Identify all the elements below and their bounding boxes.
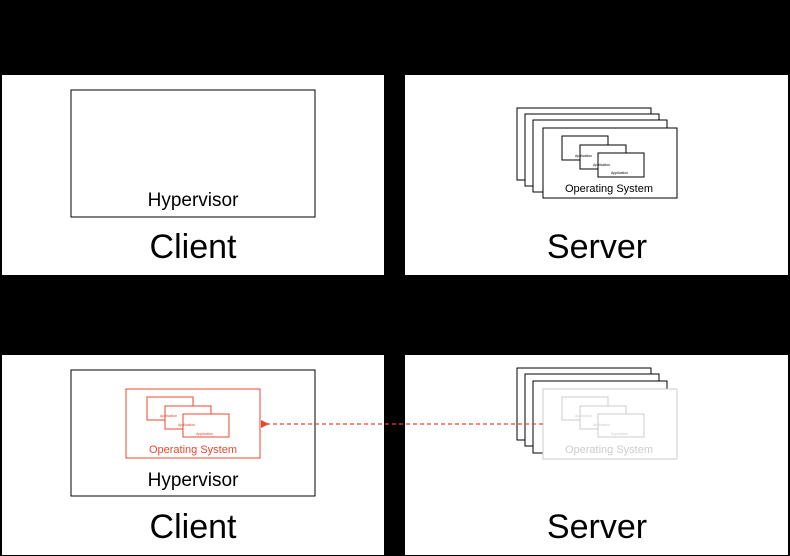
bottom-os-stack: Application Application Application Oper… [516,367,678,460]
ghost-os-label: Operating System [565,444,653,456]
top-os-label: Operating System [565,183,653,195]
top-hypervisor-box [70,89,316,218]
top-os-stack: Application Application Application Oper… [516,107,678,199]
top-app-label-2: Application [593,163,610,167]
bottom-client-panel: Application Application Application Oper… [2,355,384,555]
bottom-hypervisor-label: Hypervisor [148,470,239,491]
top-server-caption: Server [547,228,647,266]
top-client-caption: Client [150,228,237,266]
migrated-app-window-3 [182,413,230,438]
top-app-label-3: Application [611,171,628,175]
migrated-os-label: Operating System [149,444,237,456]
ghost-app-label-2: Application [593,423,610,427]
migrated-app-label-1: Application [160,414,177,418]
bottom-server-caption: Server [547,508,647,546]
top-hypervisor-label: Hypervisor [148,190,239,211]
ghost-app-window-3 [597,413,645,438]
top-app-window-3 [597,152,645,178]
top-server-panel: Application Application Application Oper… [405,75,788,275]
bottom-client-caption: Client [150,508,237,546]
top-app-label-1: Application [575,154,592,158]
migrated-app-label-2: Application [178,423,195,427]
ghost-app-label-3: Application [611,432,628,436]
ghost-app-label-1: Application [575,414,592,418]
migrated-os: Application Application Application Oper… [125,388,261,459]
bottom-server-panel: Application Application Application Oper… [405,355,788,555]
top-client-panel: Hypervisor Client [2,75,384,275]
migrated-app-label-3: Application [196,432,213,436]
